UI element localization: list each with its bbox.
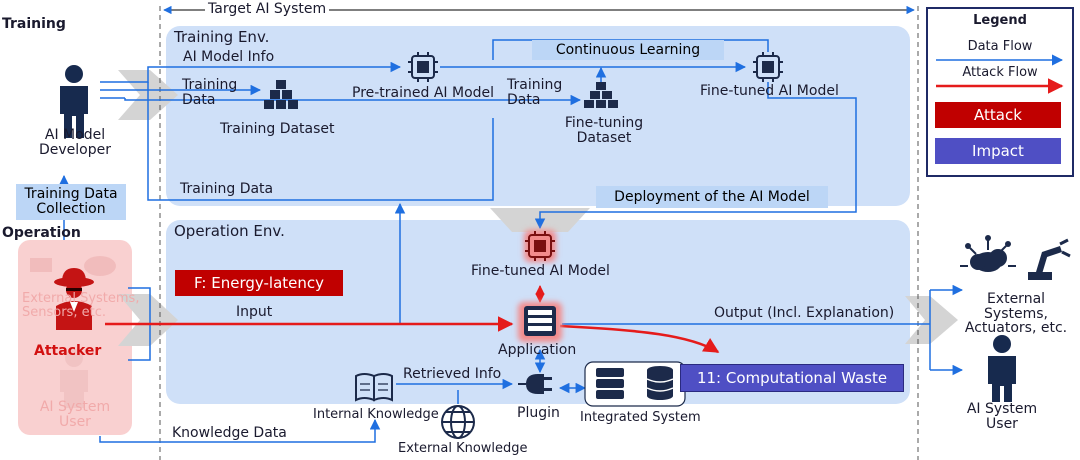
training-dataset-icon xyxy=(264,80,298,109)
external-systems-left-label: External Systems, Sensors, etc. xyxy=(22,291,140,320)
retrieved-info-label: Retrieved Info xyxy=(403,366,502,382)
training-data-1-label: Training Data xyxy=(182,77,238,108)
internal-knowledge-label: Internal Knowledge xyxy=(313,407,439,422)
fine-tuning-dataset-icon xyxy=(584,82,618,108)
legend-attack-flow: Attack Flow xyxy=(962,65,1038,80)
flow-chevron-2 xyxy=(118,294,178,346)
fine-tuned-model-chip-icon xyxy=(753,52,783,82)
internal-knowledge-book-icon xyxy=(355,373,393,402)
external-knowledge-label: External Knowledge xyxy=(398,441,528,456)
operation-env-title: Operation Env. xyxy=(174,222,285,240)
ai-user-left-icon xyxy=(60,349,88,408)
input-label: Input xyxy=(236,304,273,320)
external-knowledge-globe-icon xyxy=(441,405,475,439)
attacker-label: Attacker xyxy=(34,343,102,359)
target-system-label: Target AI System xyxy=(205,2,330,17)
developer-person-icon xyxy=(60,65,88,138)
attacker-icon xyxy=(54,268,94,330)
training-data-2-label: Training Data xyxy=(507,77,563,108)
fine-tuned-model-label: Fine-tuned AI Model xyxy=(700,83,839,99)
application-server-icon xyxy=(524,306,556,336)
plugin-label: Plugin xyxy=(517,405,560,421)
ai-user-right-label: AI System User xyxy=(966,401,1038,432)
external-cloud-icon xyxy=(960,235,1016,272)
section-training: Training xyxy=(2,16,66,32)
external-systems-right-label: External Systems, Actuators, etc. xyxy=(964,291,1068,337)
training-data-3-label: Training Data xyxy=(180,181,274,197)
legend-attack-box: Attack xyxy=(935,102,1061,128)
operation-model-chip-icon xyxy=(525,231,555,261)
operation-model-label: Fine-tuned AI Model xyxy=(471,263,610,279)
ai-user-left-label: AI System User xyxy=(39,399,111,430)
ai-model-info-label: AI Model Info xyxy=(183,49,275,65)
legend-impact-box: Impact xyxy=(935,138,1061,164)
external-robot-arm-icon xyxy=(1028,238,1071,280)
application-label: Application xyxy=(498,342,577,358)
external-systems-left-icon xyxy=(30,256,116,276)
integrated-server-icon xyxy=(596,368,624,399)
deployment-label: Deployment of the AI Model xyxy=(596,186,828,208)
flow-chevron-3 xyxy=(905,296,958,344)
training-dataset-label: Training Dataset xyxy=(220,121,335,137)
attack-energy-latency-box: F: Energy-latency xyxy=(175,270,343,296)
knowledge-data-label: Knowledge Data xyxy=(172,425,287,441)
integrated-database-icon xyxy=(646,366,674,400)
continuous-learning-label: Continuous Learning xyxy=(532,40,724,60)
legend-title: Legend xyxy=(973,13,1027,28)
section-operation: Operation xyxy=(2,225,81,241)
fine-tuning-dataset-label: Fine-tuning Dataset xyxy=(564,115,644,146)
ai-user-right-icon xyxy=(988,335,1016,402)
legend-data-flow: Data Flow xyxy=(967,39,1033,54)
output-label: Output (Incl. Explanation) xyxy=(714,305,895,321)
impact-computational-waste-box: 11: Computational Waste xyxy=(680,364,904,392)
integrated-system-label: Integrated System xyxy=(580,410,701,425)
developer-label: AI Model Developer xyxy=(38,127,111,158)
pretrained-model-label: Pre-trained AI Model xyxy=(352,85,495,101)
training-data-collection-label: Training Data Collection xyxy=(16,184,126,220)
plugin-icon xyxy=(518,374,552,394)
training-env-title: Training Env. xyxy=(174,28,270,46)
pretrained-model-chip-icon xyxy=(408,52,438,82)
